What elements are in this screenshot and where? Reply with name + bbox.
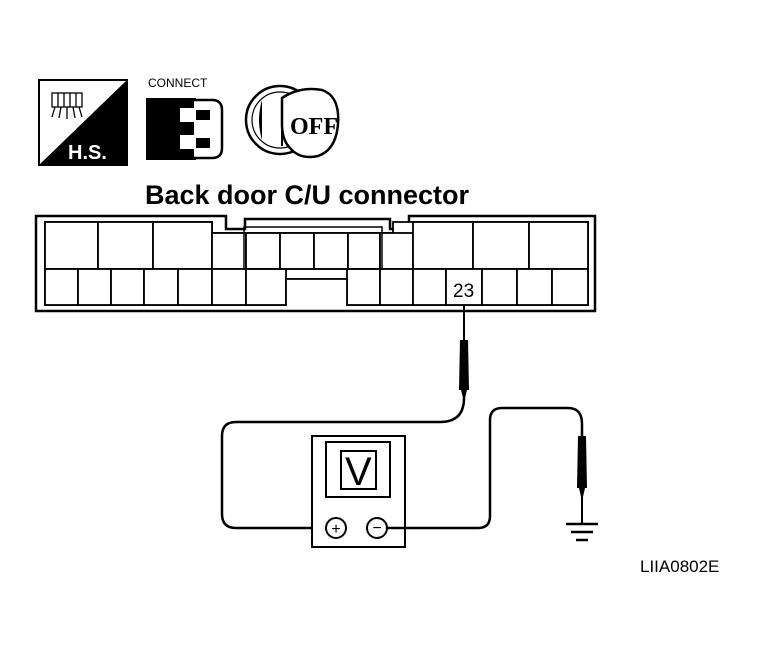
terminal-23-cavity: [445, 268, 483, 306]
ground-symbol-icon: [566, 522, 598, 542]
terminal-number: 23: [453, 281, 474, 302]
connector-connect-icon: CONNECT: [146, 76, 224, 160]
connect-label: CONNECT: [148, 76, 208, 90]
figure-code: LIIA0802E: [640, 557, 719, 576]
positive-probe: [459, 305, 469, 398]
positive-lead: [220, 396, 466, 530]
connector-face: 23: [34, 214, 597, 313]
hs-label: H.S.: [68, 142, 107, 164]
meter-display: V: [345, 450, 372, 494]
negative-probe: [577, 436, 587, 524]
connector-title: Back door C/U connector: [145, 180, 470, 210]
voltmeter: V + −: [311, 435, 406, 548]
positive-sign: +: [331, 521, 340, 538]
off-label: OFF: [290, 114, 338, 140]
negative-sign: −: [372, 520, 381, 537]
positive-terminal: [325, 517, 347, 539]
ignition-key-icon: OFF: [244, 84, 340, 159]
harness-side-icon: H.S.: [38, 79, 128, 166]
negative-lead: [385, 406, 584, 530]
